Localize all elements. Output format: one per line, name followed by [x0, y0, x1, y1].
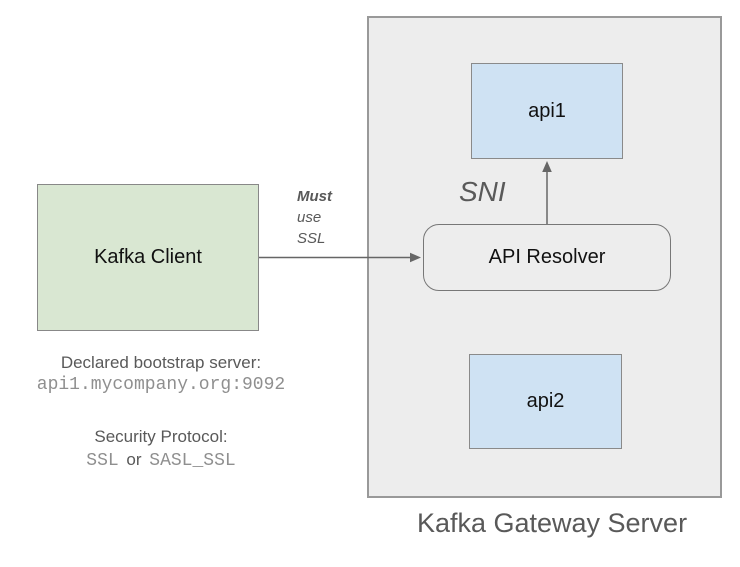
must-use-ssl-note: Must use SSL: [297, 186, 332, 249]
security-option-conjunction: or: [126, 450, 142, 469]
api2-label: api2: [526, 390, 565, 412]
api1-label: api1: [528, 99, 566, 122]
security-note-options: SSL or SASL_SSL: [21, 448, 301, 473]
must-note-line2: use: [297, 209, 322, 226]
security-option-ssl: SSL: [86, 451, 119, 471]
bootstrap-note-title: Declared bootstrap server:: [60, 353, 262, 372]
must-note-line1: Must: [297, 188, 332, 205]
bootstrap-server-note: Declared bootstrap server: api1.mycompan…: [21, 351, 301, 397]
bootstrap-server-value: api1.mycompany.org:9092: [36, 375, 286, 395]
security-protocol-note: Security Protocol: SSL or SASL_SSL: [21, 425, 301, 473]
security-note-title: Security Protocol:: [94, 427, 228, 446]
api-resolver-box: API Resolver: [423, 224, 671, 291]
must-note-line3: SSL: [297, 230, 326, 247]
sni-label: SNI: [459, 176, 506, 207]
security-option-sasl-ssl: SASL_SSL: [149, 451, 236, 471]
kafka-client-box: Kafka Client: [37, 184, 259, 331]
api1-box: api1: [471, 63, 623, 159]
api-resolver-label: API Resolver: [488, 246, 606, 268]
kafka-client-label: Kafka Client: [94, 246, 202, 268]
api2-box: api2: [469, 354, 622, 449]
gateway-server-caption: Kafka Gateway Server: [416, 508, 688, 538]
